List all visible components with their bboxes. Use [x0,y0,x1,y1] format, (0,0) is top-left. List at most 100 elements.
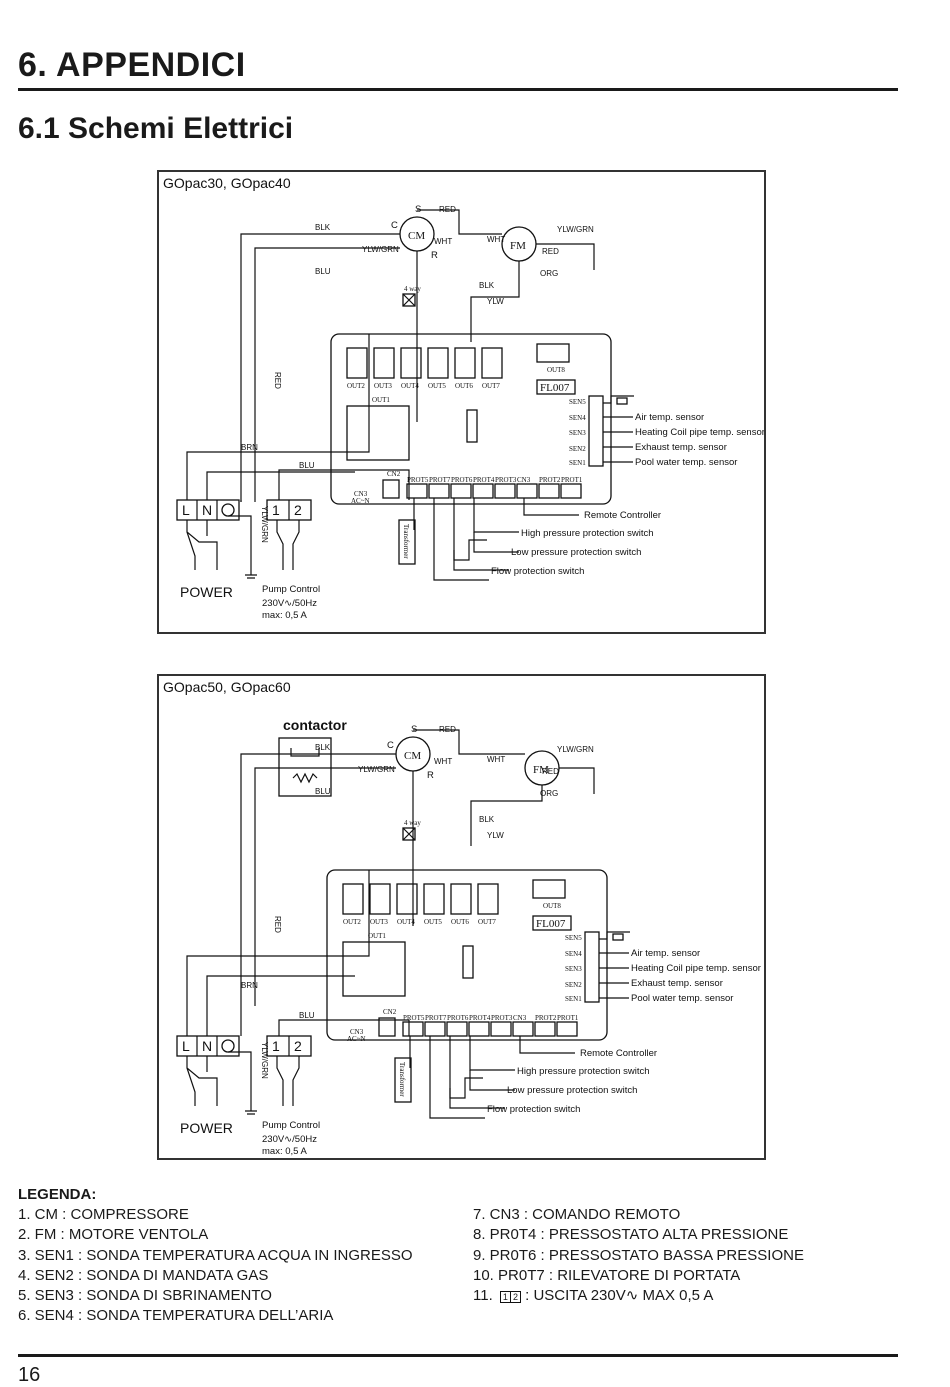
air-temp-sensor-label: Air temp. sensor [631,948,700,959]
svg-text:SEN1: SEN1 [569,459,586,467]
wire-label-ylw-grn-2: YLW/GRN [557,745,594,754]
compressor-r: R [427,770,434,781]
wire-label-blu-2: BLU [299,461,315,470]
compressor-r: R [431,250,438,261]
svg-text:L: L [182,502,190,518]
wire-label-wht: WHT [434,237,452,246]
svg-text:PROT7: PROT7 [429,476,451,484]
sensor-block: SEN5 SEN4 SEN3 SEN2 SEN1 Air temp. senso… [569,395,764,468]
svg-text:AC~N: AC~N [347,1035,366,1043]
fan-motor: FM [501,226,537,262]
wiring-diagram-svg: GOpac50, GOpac60 CM S C R FM BLK BLU YLW… [163,679,761,1157]
svg-text:1: 1 [272,502,280,518]
legend-item: 10. PR0T7 : RILEVATORE DI PORTATA [473,1266,741,1284]
svg-text:OUT5: OUT5 [428,382,446,390]
coil-temp-sensor-label: Heating Coil pipe temp. sensor [631,963,761,974]
wire-label-org: ORG [540,269,558,278]
svg-text:PROT4: PROT4 [473,476,495,484]
legend-title: LEGENDA: [18,1186,97,1203]
exhaust-temp-sensor-label: Exhaust temp. sensor [635,442,727,453]
footer-rule [18,1354,898,1357]
svg-text:PROT2: PROT2 [535,1014,557,1022]
wire-label-brn: BRN [241,443,258,452]
svg-text:N: N [202,502,212,518]
pump-voltage-label: 230V∿/50Hz [262,598,317,609]
power-label: POWER [180,584,233,600]
wiring-diagram-svg: GOpac30, GOpac40 CM S C R FM BLK BLU YLW… [163,175,764,621]
svg-text:OUT7: OUT7 [482,382,500,390]
wire-label-ylw-grn-2: YLW/GRN [557,225,594,234]
svg-text:CN2: CN2 [383,1008,397,1016]
svg-text:OUT3: OUT3 [370,918,388,926]
svg-text:OUT4: OUT4 [397,918,415,926]
model-label: GOpac50, GOpac60 [163,679,291,695]
svg-text:PROT4: PROT4 [469,1014,491,1022]
page-number: 16 [18,1364,41,1386]
four-way-valve: 4 way [402,819,421,841]
high-pressure-label: High pressure protection switch [521,528,654,539]
svg-text:AC~N: AC~N [351,497,370,505]
legend-item: 6. SEN4 : SONDA TEMPERATURA DELL’ARIA [18,1307,334,1325]
svg-text:CN3: CN3 [517,476,531,484]
coil-temp-sensor-label: Heating Coil pipe temp. sensor [635,427,764,438]
flow-switch-label: Flow protection switch [487,1104,580,1115]
low-pressure-label: Low pressure protection switch [507,1085,637,1096]
legend-item: 7. CN3 : COMANDO REMOTO [473,1206,681,1223]
legend-item: 8. PR0T4 : PRESSOSTATO ALTA PRESSIONE [473,1226,789,1244]
svg-text:Transformer: Transformer [398,1062,406,1097]
svg-text:OUT4: OUT4 [401,382,419,390]
svg-text:2: 2 [294,1038,302,1054]
legend-right-column: 7. CN3 : COMANDO REMOTO 8. PR0T4 : PRESS… [473,1205,804,1306]
svg-text:SEN5: SEN5 [565,934,582,942]
svg-text:Transformer: Transformer [402,524,410,559]
legend-item-11-prefix: 11. [473,1287,493,1305]
svg-text:SEN3: SEN3 [569,429,586,437]
wire-label-blk-2: BLK [479,281,495,290]
legend-item: 4. SEN2 : SONDA DI MANDATA GAS [18,1266,269,1284]
board-label: FL007 [540,382,570,394]
svg-text:OUT5: OUT5 [424,918,442,926]
pump-voltage-label: 230V∿/50Hz [262,1134,317,1145]
svg-text:OUT6: OUT6 [451,918,469,926]
svg-text:OUT7: OUT7 [478,918,496,926]
svg-text:PROT1: PROT1 [561,476,583,484]
svg-text:OUT8: OUT8 [543,902,561,910]
svg-text:SEN1: SEN1 [565,995,582,1003]
wiring-diagram-gopac30-40: GOpac30, GOpac40 CM S C R FM BLK BLU YLW… [157,170,766,634]
wire-label-wht: WHT [434,757,452,766]
legend-item: 1. CM : COMPRESSORE [18,1206,189,1223]
four-way-label: 4 way [404,285,421,293]
wire-label-ylw: YLW [487,297,504,306]
wire-label-blu-2: BLU [299,1011,315,1020]
legend-item-11-text: : USCITA 230V∿ MAX 0,5 A [525,1287,714,1305]
exhaust-temp-sensor-label: Exhaust temp. sensor [631,978,723,989]
svg-text:OUT1: OUT1 [368,932,386,940]
terminal-box-1: 1 [499,1291,511,1304]
pool-water-sensor-label: Pool water temp. sensor [635,457,737,468]
control-board [330,333,612,505]
legend-item: 2. FM : MOTORE VENTOLA [18,1226,209,1244]
wire-label-ylw-grn: YLW/GRN [358,765,395,774]
wire-label-brn: BRN [241,981,258,990]
compressor-label: CM [404,750,421,762]
svg-text:L: L [182,1038,190,1054]
contactor: contactor [278,717,347,797]
board-label: FL007 [536,918,566,930]
svg-text:1: 1 [272,1038,280,1054]
pump-max-current-label: max: 0,5 A [262,610,308,621]
svg-text:PROT7: PROT7 [425,1014,447,1022]
chapter-title: 6. APPENDICI [18,46,246,84]
svg-text:PROT5: PROT5 [407,476,429,484]
svg-text:2: 2 [294,502,302,518]
wire-label-red: RED [439,205,456,214]
legend-item: 5. SEN3 : SONDA DI SBRINAMENTO [18,1287,272,1305]
contactor-label: contactor [283,717,347,733]
svg-text:PROT2: PROT2 [539,476,561,484]
svg-text:PROT3: PROT3 [495,476,517,484]
svg-text:CN3: CN3 [513,1014,527,1022]
